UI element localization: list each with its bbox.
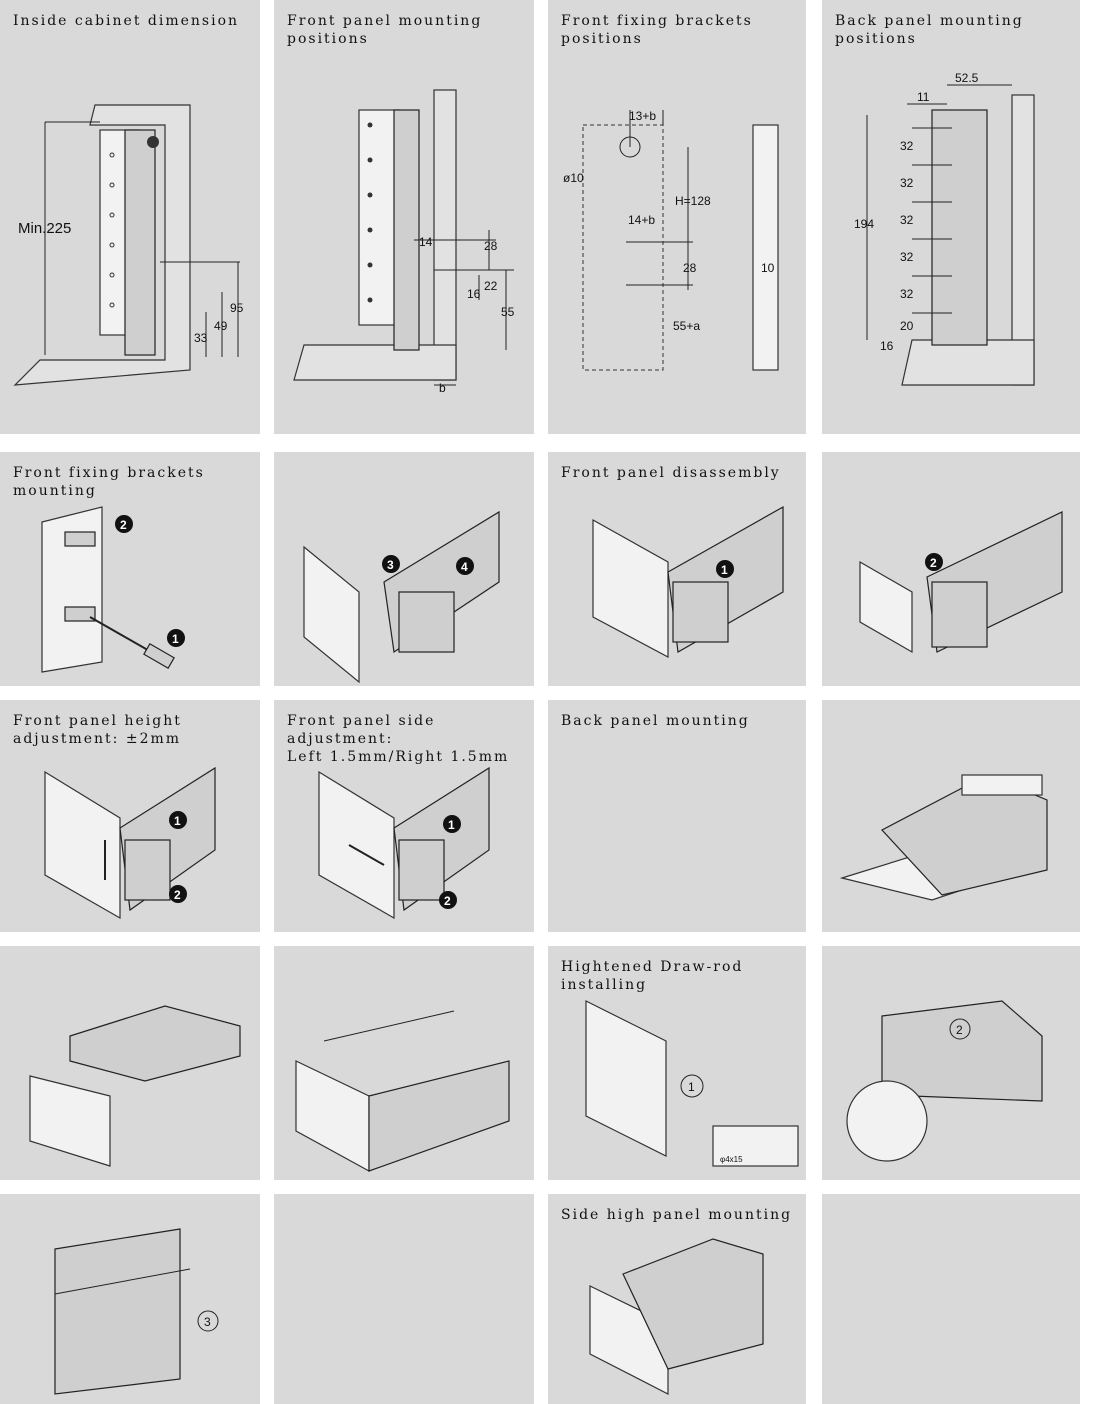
panel-title: Front panel side adjustment: Left 1.5mm/…: [287, 713, 510, 765]
dim-20: 20: [900, 319, 914, 333]
panel-front-mounting-steps-3-4: 3 4: [274, 452, 534, 686]
step-1-badge-side: 1: [448, 818, 455, 832]
dim-22: 22: [484, 279, 498, 293]
panel-empty-2: [822, 1194, 1080, 1404]
step-4-badge: 4: [461, 560, 468, 574]
callout-1: 1: [688, 1080, 695, 1094]
dim-10: 10: [761, 261, 775, 275]
dim-32-c: 32: [900, 213, 914, 227]
panel-side-high-panel-mounting: Side high panel mounting: [548, 1194, 806, 1404]
dim-32-e: 32: [900, 287, 914, 301]
draw-rod-drawing: 1 φ4x15: [585, 1000, 799, 1167]
panel-back-panel-mounting-positions: Back panel mounting positions 52.5 11 19…: [822, 0, 1080, 434]
panel-title: Side high panel mounting: [561, 1207, 793, 1223]
step-3-badge: 3: [387, 558, 394, 572]
callout-2: 2: [956, 1023, 963, 1037]
dim-95: 95: [230, 301, 244, 315]
dim-55: 55: [501, 305, 515, 319]
panel-title: Back panel mounting positions: [835, 13, 1024, 47]
panel-title: Back panel mounting: [561, 713, 750, 729]
panel-inside-cabinet-dimension: Inside cabinet dimension Min.225 95 49 3…: [0, 0, 260, 434]
cabinet-dimension-drawing: Min.225 95 49 33: [13, 104, 244, 386]
dim-11: 11: [917, 90, 930, 104]
brackets-positions-drawing: 13+b ø10 H=128 14+b 28 55+a 10: [563, 109, 779, 371]
panel-empty: [274, 1194, 534, 1404]
panel-front-panel-removal: 2: [822, 452, 1080, 686]
screw-label: φ4x15: [720, 1155, 743, 1164]
step-1-badge: 1: [172, 632, 179, 646]
dim-14b: 14+b: [628, 213, 655, 227]
dim-phi10: ø10: [563, 171, 584, 185]
panel-back-panel-mounting: Back panel mounting: [548, 700, 806, 932]
dim-b: b: [439, 381, 446, 395]
dim-32-d: 32: [900, 250, 914, 264]
panel-front-fixing-brackets-positions: Front fixing brackets positions 13+b ø10…: [548, 0, 806, 434]
removal-drawing: 2: [859, 511, 1063, 654]
panel-title: Inside cabinet dimension: [13, 13, 240, 29]
dim-13b: 13+b: [629, 109, 656, 123]
panel-title: Front panel disassembly: [561, 465, 781, 481]
back-panel-position-drawing: 52.5 11 194 32 32 32 32 32 20 16: [854, 71, 1035, 386]
side-high-panel-drawing: [589, 1238, 764, 1395]
panel-front-panel-height-adjustment: Front panel height adjustment: ±2mm 1 2: [0, 700, 260, 932]
drawer-assembly-drawing: [29, 1005, 241, 1167]
dim-194: 194: [854, 217, 874, 231]
side-adjustment-drawing: 1 2: [318, 766, 490, 920]
draw-rod-3-drawing: 3: [54, 1228, 219, 1395]
dim-28: 28: [683, 261, 697, 275]
disassembly-drawing: 1: [592, 505, 784, 658]
panel-title: Hightened Draw-rod installing: [561, 959, 744, 993]
step-1-badge-height: 1: [174, 814, 181, 828]
panel-title: Front panel mounting positions: [287, 13, 483, 47]
dim-32-b: 32: [900, 176, 914, 190]
callout-3: 3: [204, 1315, 211, 1329]
panel-front-panel-disassembly: Front panel disassembly 1: [548, 452, 806, 686]
step-2-badge-side: 2: [444, 894, 451, 908]
step-2-badge-removal: 2: [930, 556, 937, 570]
dim-49: 49: [214, 319, 228, 333]
panel-title: Front fixing brackets mounting: [13, 465, 205, 499]
panel-title: Front panel height adjustment: ±2mm: [13, 713, 182, 747]
dim-28a: 28: [484, 239, 498, 253]
panel-front-panel-side-adjustment: Front panel side adjustment: Left 1.5mm/…: [274, 700, 534, 932]
brackets-mounting-drawing: 2 1: [41, 506, 185, 673]
step-2-badge-height: 2: [174, 888, 181, 902]
panel-drawer-assembly: [0, 946, 260, 1180]
draw-rod-detail-drawing: 2: [846, 1000, 1043, 1162]
panel-front-panel-mounting-positions: Front panel mounting positions 28 14 55 …: [274, 0, 534, 434]
dim-h128: H=128: [675, 194, 711, 208]
dim-33: 33: [194, 331, 208, 345]
mounting-steps-drawing: 3 4: [303, 510, 500, 684]
panel-draw-rod-callout-3: 3: [0, 1194, 260, 1404]
panel-draw-rod-callout-2: 2: [822, 946, 1080, 1180]
panel-title: Front fixing brackets positions: [561, 13, 753, 47]
back-panel-insert-drawing: [839, 774, 1048, 901]
step-2-badge: 2: [120, 518, 127, 532]
height-adjustment-drawing: 1 2: [44, 766, 216, 920]
dim-min225: Min.225: [18, 220, 71, 237]
panel-back-panel-insert: [822, 700, 1080, 932]
dim-14: 14: [419, 235, 433, 249]
dim-525: 52.5: [955, 71, 979, 85]
panel-drawer-rail-install: [274, 946, 534, 1180]
dim-32-a: 32: [900, 139, 914, 153]
dim-16: 16: [467, 287, 481, 301]
panel-hightened-draw-rod-installing: Hightened Draw-rod installing 1 φ4x15: [548, 946, 806, 1180]
drawer-rail-drawing: [295, 1010, 510, 1173]
front-panel-position-drawing: 28 14 55 22 16 b: [293, 89, 515, 395]
dim-55a: 55+a: [673, 319, 700, 333]
panel-front-fixing-brackets-mounting: Front fixing brackets mounting 2 1: [0, 452, 260, 686]
dim-16: 16: [880, 339, 894, 353]
step-1-badge-disassembly: 1: [721, 563, 728, 577]
